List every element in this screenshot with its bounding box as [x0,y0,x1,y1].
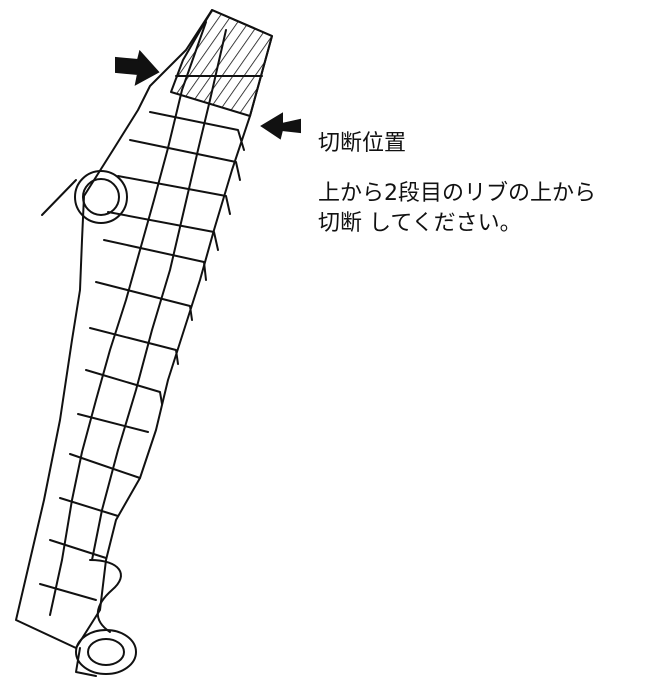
spine-line [49,21,207,616]
inner-line [91,29,227,561]
spring-hook [89,559,122,633]
cut-arrow-right [260,112,301,140]
cut-off-section [170,9,273,117]
cut-instruction-line-2: 切断 してください。 [318,211,522,236]
pivot-hole [74,170,128,224]
bottom-eye [75,629,137,675]
cut-instruction-line-1: 上から2段目のリブの上から [318,181,596,206]
ribs [39,111,245,601]
cut-instruction: 上から2段目のリブの上から 切断 してください。 [318,179,596,239]
cut-position-label: 切断位置 [318,131,407,156]
cut-arrow-left [115,49,160,86]
